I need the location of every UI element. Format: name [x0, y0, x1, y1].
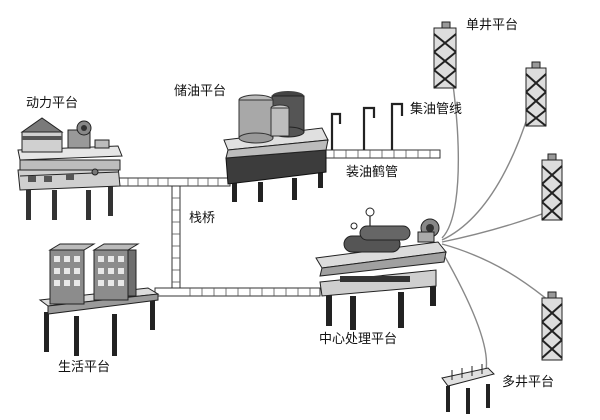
label-oil-loading-crane-pipe: 装油鹤管 [346, 165, 399, 180]
pipeline-to-well-2 [441, 109, 531, 241]
pipeline-to-well-3 [441, 209, 553, 243]
label-trestle-bridge: 栈桥 [189, 211, 216, 226]
oil-loading-crane-pipes [330, 102, 404, 150]
oil-storage-platform [223, 91, 329, 202]
multi-well-platform [441, 364, 495, 414]
pipeline-to-multi-well [439, 247, 488, 371]
label-central-processing-platform: 中心处理平台 [319, 332, 398, 347]
single-well-platforms [433, 21, 563, 361]
well-tower-1 [433, 21, 457, 89]
well-tower-3 [541, 153, 563, 221]
trestle-segment-top [117, 177, 231, 187]
central-processing-platform [315, 207, 447, 330]
label-power-platform: 动力平台 [26, 96, 79, 111]
pipeline-to-well-4 [441, 243, 549, 301]
label-oil-gathering-pipeline: 集油管线 [410, 102, 463, 117]
living-platform [38, 243, 160, 356]
trestle-segment-loading [321, 149, 441, 159]
label-oil-storage-platform: 储油平台 [174, 84, 227, 99]
trestle-segment-bottom [154, 287, 321, 297]
label-multi-well-platform: 多井平台 [502, 375, 555, 390]
label-living-platform: 生活平台 [58, 360, 111, 375]
well-tower-4 [541, 291, 563, 361]
well-tower-2 [525, 61, 547, 127]
power-platform [17, 117, 123, 220]
label-single-well-platform: 单井平台 [466, 18, 519, 33]
trestle-segment-vertical [171, 185, 181, 291]
